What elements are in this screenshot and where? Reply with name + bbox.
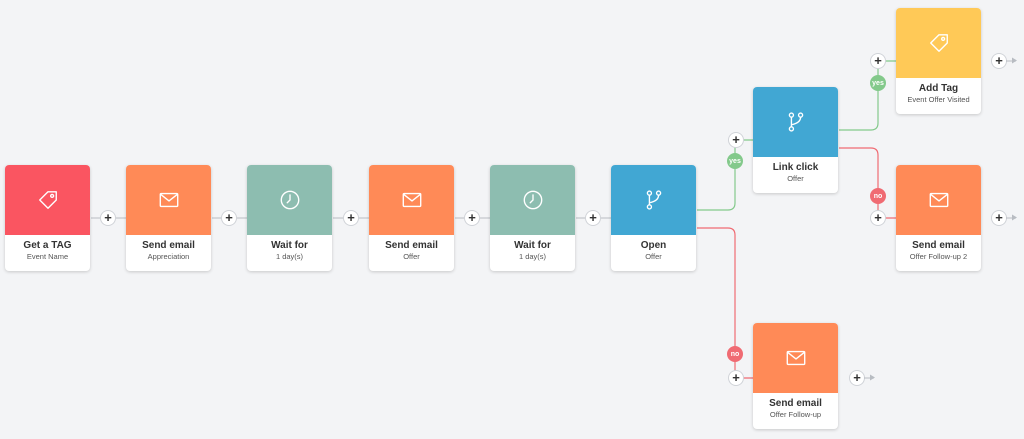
node-body: Send email Offer (369, 235, 454, 271)
arrow-connector (864, 374, 875, 381)
node-subtitle: Offer Follow-up (769, 410, 822, 419)
yes-branch-line (697, 139, 753, 211)
node-body: Wait for 1 day(s) (247, 235, 332, 271)
node-title: Send email (769, 398, 822, 409)
node-header (753, 323, 838, 393)
node-subtitle: 1 day(s) (275, 252, 304, 261)
node-subtitle: Offer (787, 174, 804, 183)
add-step-button[interactable]: + (850, 371, 864, 385)
add-step-button[interactable]: + (871, 54, 885, 68)
node-header (753, 87, 838, 157)
node-open-condition[interactable]: Open Offer (611, 165, 696, 271)
node-send-email-followup-2[interactable]: Send email Offer Follow-up 2 (896, 165, 981, 271)
node-header (5, 165, 90, 235)
node-header (369, 165, 454, 235)
yes-branch-line (839, 60, 896, 131)
tag-icon (38, 191, 57, 209)
add-step-button[interactable]: + (101, 211, 115, 225)
arrow-connector (1006, 214, 1017, 221)
node-title: Open (640, 240, 667, 251)
yes-branch-badge[interactable]: yes (727, 153, 743, 169)
mail-icon (159, 192, 178, 208)
mail-icon (402, 192, 421, 208)
node-title: Get a TAG (23, 240, 72, 251)
node-header (896, 8, 981, 78)
yes-branch-badge[interactable]: yes (870, 75, 886, 91)
node-body: Add Tag Event Offer Visited (896, 78, 981, 114)
mail-icon (929, 192, 948, 208)
node-header (126, 165, 211, 235)
add-step-button[interactable]: + (344, 211, 358, 225)
node-title: Wait for (271, 240, 308, 251)
add-step-button[interactable]: + (465, 211, 479, 225)
no-branch-line (697, 227, 753, 379)
node-title: Add Tag (918, 83, 959, 94)
add-step-button[interactable]: + (222, 211, 236, 225)
mail-icon (786, 350, 805, 366)
branch-icon (646, 190, 661, 210)
node-add-tag[interactable]: Add Tag Event Offer Visited (896, 8, 981, 114)
node-subtitle: Offer Follow-up 2 (909, 252, 968, 261)
node-link-click-condition[interactable]: Link click Offer (753, 87, 838, 193)
node-body: Get a TAG Event Name (5, 235, 90, 271)
add-step-button[interactable]: + (992, 211, 1006, 225)
node-body: Open Offer (611, 235, 696, 271)
add-step-button[interactable]: + (992, 54, 1006, 68)
node-get-tag[interactable]: Get a TAG Event Name (5, 165, 90, 271)
node-send-email-offer[interactable]: Send email Offer (369, 165, 454, 271)
node-subtitle: Event Name (26, 252, 69, 261)
node-send-email-followup[interactable]: Send email Offer Follow-up (753, 323, 838, 429)
node-subtitle: Offer (403, 252, 420, 261)
node-body: Send email Offer Follow-up (753, 393, 838, 429)
no-branch-badge[interactable]: no (727, 346, 743, 362)
add-step-button[interactable]: + (871, 211, 885, 225)
node-subtitle: 1 day(s) (518, 252, 547, 261)
node-title: Send email (385, 240, 438, 251)
node-header (247, 165, 332, 235)
node-title: Link click (772, 162, 819, 173)
node-subtitle: Offer (645, 252, 662, 261)
node-header (490, 165, 575, 235)
add-step-button[interactable]: + (729, 133, 743, 147)
tag-icon (929, 34, 948, 52)
node-body: Wait for 1 day(s) (490, 235, 575, 271)
node-wait-2[interactable]: Wait for 1 day(s) (490, 165, 575, 271)
arrow-connector (1006, 57, 1017, 64)
branch-icon (788, 112, 803, 132)
node-subtitle: Appreciation (147, 252, 190, 261)
no-branch-line (839, 147, 896, 219)
node-body: Link click Offer (753, 157, 838, 193)
clock-icon (280, 190, 299, 210)
no-branch-badge[interactable]: no (870, 188, 886, 204)
node-title: Wait for (514, 240, 551, 251)
node-body: Send email Offer Follow-up 2 (896, 235, 981, 271)
add-step-button[interactable]: + (586, 211, 600, 225)
node-header (896, 165, 981, 235)
node-title: Send email (142, 240, 195, 251)
node-subtitle: Event Offer Visited (907, 95, 970, 104)
node-title: Send email (912, 240, 965, 251)
node-wait-1[interactable]: Wait for 1 day(s) (247, 165, 332, 271)
node-header (611, 165, 696, 235)
node-send-email-appreciation[interactable]: Send email Appreciation (126, 165, 211, 271)
node-body: Send email Appreciation (126, 235, 211, 271)
clock-icon (523, 190, 542, 210)
add-step-button[interactable]: + (729, 371, 743, 385)
